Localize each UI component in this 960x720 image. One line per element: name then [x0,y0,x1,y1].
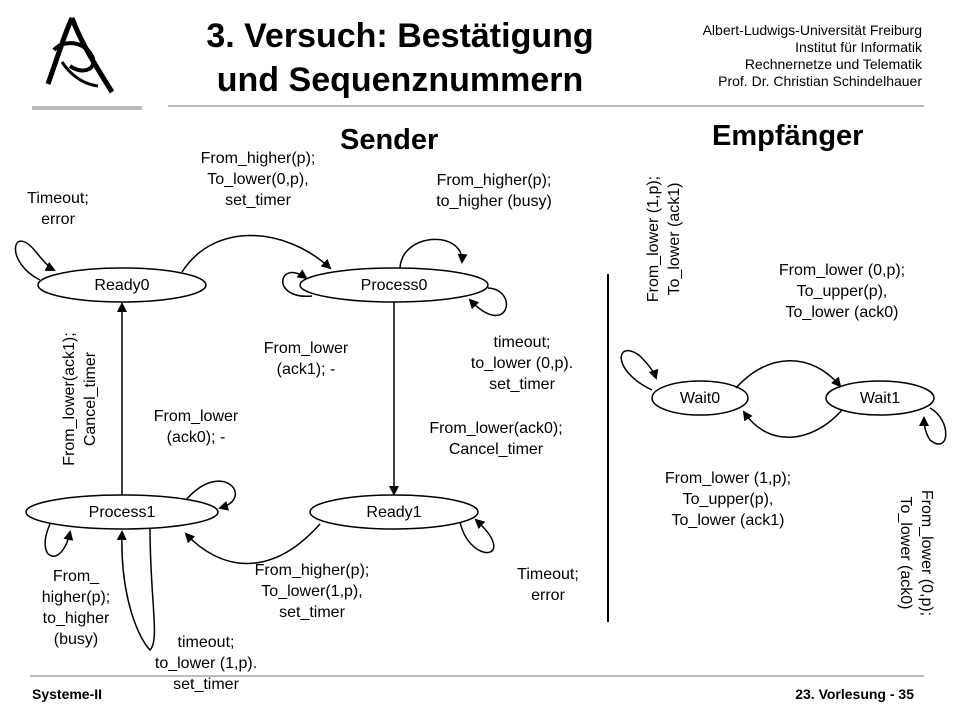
label-line: From_lower(ack0); [429,420,563,437]
label-from-higher-11: From_higher(p); To_lower(1,p), set_timer [255,560,370,623]
edge-wait1-to-wait0 [742,409,843,438]
slide-title-line2: und Sequenznummern [216,61,584,99]
label-line: From_lower [263,340,349,357]
label-line: From_lower (1,p); [664,470,792,487]
label-from-lower-ack1-cancel: From_lower(ack1); Cancel_timer [59,329,101,469]
state-process0-label: Process0 [361,277,428,294]
edge-ready1-self-loop [459,518,495,554]
institution-line: Rechnernetze und Telematik [744,56,922,72]
label-line: From_higher(p); [200,150,316,167]
institution-block: Albert-Ludwigs-Universität Freiburg Inst… [703,22,922,90]
label-line: (busy) [53,631,99,648]
label-timeout-p1: timeout; to_lower (1,p). set_timer [155,632,257,695]
label-line: Timeout; [517,566,579,583]
footer-lecture: 23. Vorlesung - 35 [795,686,914,702]
state-wait1 [825,380,935,416]
label-line: Timeout; [27,190,89,207]
label-line: To_upper(p), [682,491,774,508]
label-line: From_higher(p); [436,172,552,189]
label-line: To_lower(0,p), [207,171,309,188]
label-line: To_lower (ack0) [785,304,899,321]
edge-process0-timeout-loop [468,287,508,317]
label-line: Cancel_timer [448,441,544,458]
label-line: From_lower (1,p); [645,175,662,303]
label-line: From_lower (0,p); [778,262,906,279]
label-from-lower-0p-ack0-vertical: From_lower (0,p); To_lower (ack0) [895,483,937,623]
label-line: timeout; [177,634,235,651]
edge-process0-ack1-loop [282,269,313,297]
label-line: (ack0); - [166,429,226,446]
label-timeout-error-top: Timeout; error [27,188,89,230]
institution-line: Institut für Informatik [795,39,922,55]
label-line: (ack1); - [276,361,336,378]
label-line: error [531,587,565,604]
label-from-lower-1p-ack1-vertical: From_lower (1,p); To_lower (ack1) [643,169,685,309]
state-ready1-label: Ready1 [366,504,421,521]
sender-heading: Sender [340,124,439,156]
slide-title-line1: 3. Versuch: Bestätigung [206,17,594,55]
label-from-higher-busy-top: From_higher(p); to_higher (busy) [436,170,552,212]
edge-wait0-self-loop [620,350,659,391]
edge-ready1-to-process1 [184,523,321,565]
label-line: error [41,211,75,228]
edge-ready0-self-loop [14,240,56,281]
footer-course: Systeme-II [32,686,103,702]
label-line: From_lower (0,p); [918,489,935,617]
label-line: Cancel_timer [82,351,99,447]
label-line: To_upper(p), [796,283,888,300]
label-line: set_timer [173,676,239,693]
state-ready0-label: Ready0 [94,277,149,294]
label-line: To_lower(1,p), [261,583,363,600]
label-line: timeout; [493,334,551,351]
label-line: to_lower (1,p). [154,655,258,672]
label-line: To_lower (ack1) [671,512,785,529]
label-timeout-p0: timeout; to_lower (0,p). set_timer [471,332,573,395]
label-line: To_lower (ack1) [666,182,683,296]
label-from-lower-1p-upper: From_lower (1,p); To_upper(p), To_lower … [665,468,791,531]
state-wait1-label: Wait1 [860,390,900,407]
label-line: set_timer [279,604,345,621]
label-line: higher(p); [41,589,111,606]
edge-process0-busy-loop [399,238,468,269]
university-logo [45,16,115,94]
edge-wait1-self-loop [919,407,947,445]
institution-line: Prof. Dr. Christian Schindelhauer [718,73,922,89]
state-wait0 [651,380,749,416]
label-line: set_timer [489,376,555,393]
state-process1-label: Process1 [89,504,156,521]
edge-wait0-to-wait1 [735,360,842,389]
label-line: From_lower(ack1); [61,332,78,466]
edge-process1-timeout-loop [116,527,156,652]
label-from-higher-busy-bottom: From_ higher(p); to_higher (busy) [42,566,110,650]
label-from-lower-ack1: From_lower (ack1); - [264,338,348,380]
label-from-lower-0p-upper: From_lower (0,p); To_upper(p), To_lower … [779,260,905,323]
label-line: to_lower (0,p). [470,355,574,372]
label-line: From_ [52,568,100,585]
state-wait0-label: Wait0 [680,390,720,407]
edge-process1-ack0-loop [185,480,237,511]
edge-process1-busy-loop [44,523,74,557]
institution-line: Albert-Ludwigs-Universität Freiburg [702,22,922,38]
label-from-lower-ack0: From_lower (ack0); - [154,406,238,448]
slide-title: 3. Versuch: Bestätigung und Sequenznumme… [160,14,640,102]
label-from-lower-ack0-cancel: From_lower(ack0); Cancel_timer [429,418,562,460]
receiver-heading: Empfänger [712,120,864,152]
label-timeout-error-bottom: Timeout; error [517,564,579,606]
label-line: To_lower (ack0) [897,496,914,610]
label-line: to_higher (busy) [436,193,552,210]
label-line: From_lower [153,408,239,425]
label-from-higher-01: From_higher(p); To_lower(0,p), set_timer [201,148,316,211]
label-line: to_higher [42,610,110,627]
label-line: From_higher(p); [254,562,370,579]
edge-ready0-to-process0 [181,234,332,273]
label-line: set_timer [225,192,291,209]
